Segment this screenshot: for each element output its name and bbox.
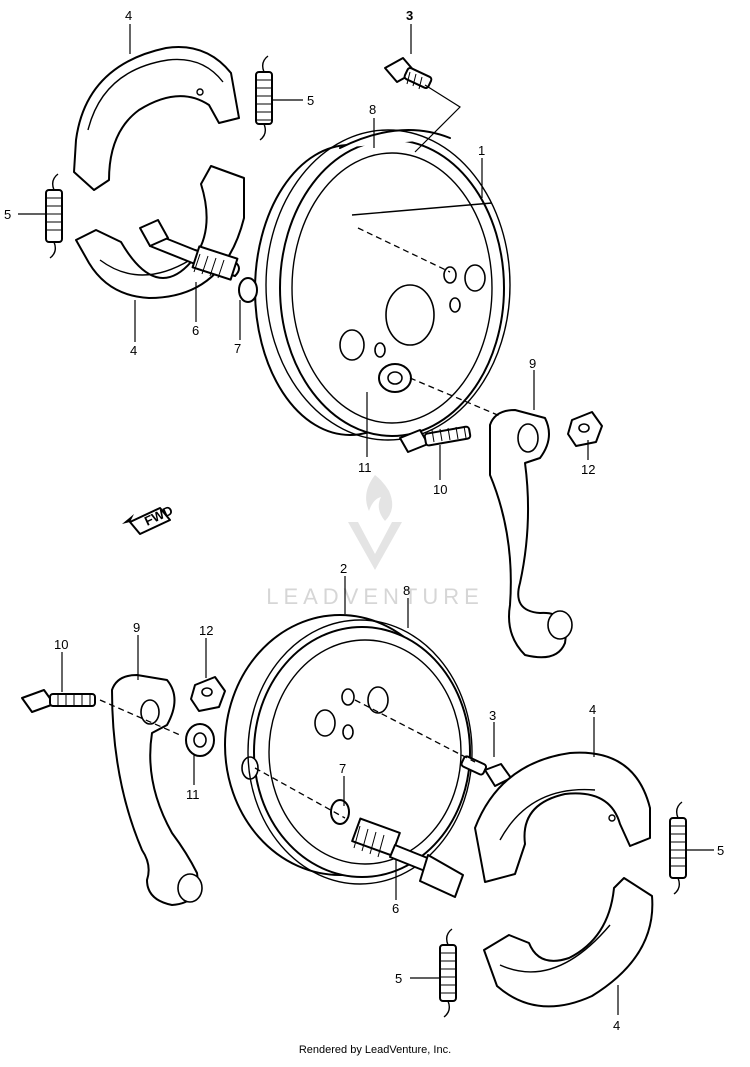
upper-spring-left: [45, 173, 63, 259]
callout-7-upper: 7: [234, 341, 241, 356]
upper-spring-right: [255, 55, 273, 141]
callout-8-lower: 8: [403, 583, 410, 598]
callout-9-lower: 9: [133, 620, 140, 635]
callout-11-upper: 11: [358, 460, 372, 475]
callout-5-lower-right: 5: [717, 843, 724, 858]
upper-nut: [567, 411, 603, 447]
callout-12-lower: 12: [199, 623, 213, 638]
callout-2: 2: [340, 561, 347, 576]
callout-10-upper: 10: [433, 482, 447, 497]
callout-9-upper: 9: [529, 356, 536, 371]
callout-5-upper-right: 5: [307, 93, 314, 108]
callout-4-upper-bottom: 4: [130, 343, 137, 358]
footer-credit: Rendered by LeadVenture, Inc.: [298, 1044, 452, 1056]
callout-4-lower-bottom: 4: [613, 1018, 620, 1033]
lower-washer: [185, 723, 215, 757]
callout-6-lower: 6: [392, 901, 399, 916]
lower-spring-left: [439, 928, 457, 1018]
lower-spring-right: [669, 801, 687, 895]
upper-brake-shoe-top: [73, 46, 240, 191]
watermark-text: LEADVENTURE: [266, 584, 484, 609]
callouts: 4 3 8 1 5 5 4 6 7 9 11 10 12 2 8 10 9 12: [4, 8, 724, 1033]
callout-5-upper-left: 5: [4, 207, 11, 222]
lower-brake-drum: [224, 614, 471, 878]
callout-4-top: 4: [125, 8, 132, 23]
fwd-arrow: FWD: [122, 503, 175, 535]
callout-3-top: 3: [406, 8, 413, 23]
watermark: LEADVENTURE: [266, 475, 484, 609]
callout-5-lower-left: 5: [395, 971, 402, 986]
callout-6-upper: 6: [192, 323, 199, 338]
callout-4-lower-top: 4: [589, 702, 596, 717]
lower-brake-arm: [111, 674, 203, 906]
upper-camshaft: [139, 219, 240, 281]
lower-brake-shoe-bottom: [483, 877, 654, 1008]
lower-seal-ring: [247, 619, 473, 885]
upper-brake-arm: [489, 409, 573, 659]
upper-o-ring: [238, 277, 258, 303]
callout-12-upper: 12: [581, 462, 595, 477]
lower-bolt: [460, 755, 512, 787]
upper-brake-drum: [254, 139, 505, 437]
callout-8-top: 8: [369, 102, 376, 117]
lower-camshaft: [351, 817, 464, 898]
lower-brake-shoe-top: [474, 751, 651, 883]
callout-1: 1: [478, 143, 485, 158]
callout-7-lower: 7: [339, 761, 346, 776]
lower-bolt-10: [21, 689, 96, 713]
callout-10-lower: 10: [54, 637, 68, 652]
upper-bolt: [384, 57, 433, 90]
lower-nut: [190, 676, 226, 712]
upper-washer: [378, 363, 412, 393]
callout-11-lower: 11: [186, 787, 200, 802]
upper-bolt-10: [399, 425, 472, 453]
callout-3-lower: 3: [489, 708, 496, 723]
